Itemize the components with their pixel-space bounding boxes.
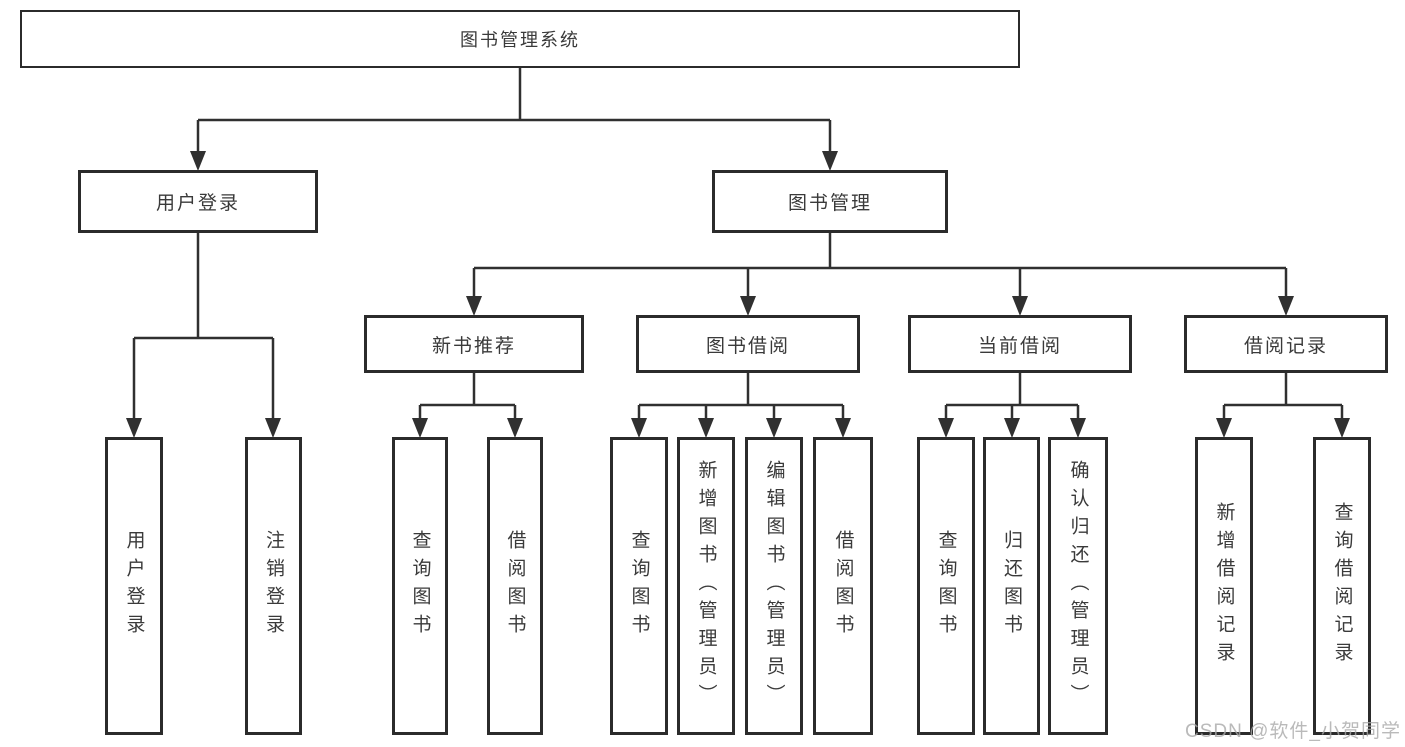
node-book-borrowing: 图书借阅 [636, 315, 860, 373]
leaf-query-books-recommend: 查询图书 [392, 437, 448, 735]
node-new-book-recommend: 新书推荐 [364, 315, 584, 373]
leaf-borrow-books-recommend: 借阅图书 [487, 437, 543, 735]
node-current-borrowing: 当前借阅 [908, 315, 1132, 373]
leaf-user-login: 用户登录 [105, 437, 163, 735]
leaf-return-books: 归还图书 [983, 437, 1040, 735]
node-library-management-system: 图书管理系统 [20, 10, 1020, 68]
leaf-query-books-borrow: 查询图书 [610, 437, 668, 735]
csdn-watermark: CSDN @软件_小贺同学 [1185, 721, 1401, 742]
leaf-edit-books-admin: 编辑图书（管理员） [745, 437, 803, 735]
node-book-management: 图书管理 [712, 170, 948, 233]
leaf-query-borrow-record: 查询借阅记录 [1313, 437, 1371, 735]
leaf-query-books-current: 查询图书 [917, 437, 975, 735]
node-borrowing-records: 借阅记录 [1184, 315, 1388, 373]
leaf-add-books-admin: 新增图书（管理员） [677, 437, 735, 735]
leaf-logout: 注销登录 [245, 437, 302, 735]
leaf-confirm-return-admin: 确认归还（管理员） [1048, 437, 1108, 735]
node-user-login: 用户登录 [78, 170, 318, 233]
leaf-borrow-books: 借阅图书 [813, 437, 873, 735]
leaf-add-borrow-record: 新增借阅记录 [1195, 437, 1253, 735]
